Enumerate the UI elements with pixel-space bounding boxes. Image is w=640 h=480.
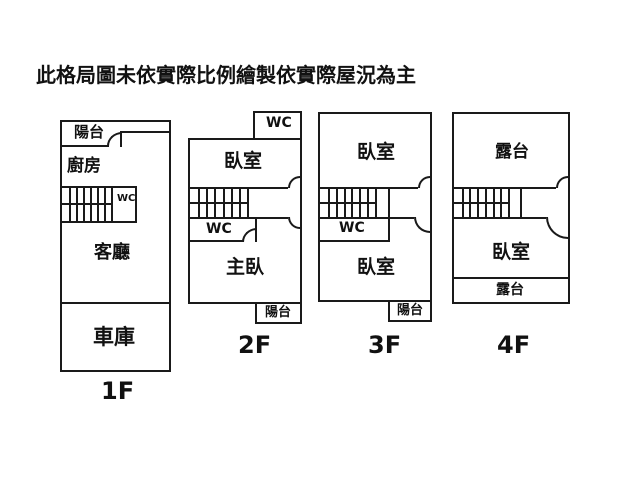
3f-wc-right-wall — [388, 217, 390, 242]
3f-bedroom-door-arc — [418, 176, 430, 188]
1f-balcony-door-arc — [107, 132, 122, 146]
2f-wc-bottom-wall — [188, 240, 243, 242]
2f-balcony-box — [255, 302, 302, 324]
1f-outer-wall — [60, 120, 171, 372]
4f-floor-tag: 4F — [497, 331, 531, 359]
3f-stairs-landing-wall — [388, 189, 390, 217]
2f-wc-top-label: WC — [266, 115, 292, 131]
3f-wc-label: WC — [339, 220, 365, 236]
2f-wc-door-arc — [242, 228, 257, 242]
2f-stairs-bottom-wall — [188, 217, 288, 219]
3f-stairs-bottom-wall — [318, 217, 414, 219]
2f-bedroom-label: 臥室 — [224, 150, 263, 172]
3f-wc-bottom-wall — [318, 240, 390, 242]
3f-outer-wall — [318, 112, 432, 302]
2f-stairs-top-wall — [188, 187, 288, 189]
3f-balcony-label: 陽台 — [397, 303, 424, 318]
4f-terrace-door-arc — [556, 176, 568, 188]
3f-stairs-mid-line — [320, 202, 377, 204]
3f-balcony-box — [388, 300, 432, 322]
1f-garage-divider — [60, 302, 171, 304]
2f-floor-tag: 2F — [238, 331, 272, 359]
4f-terrace-bottom-label: 露台 — [496, 282, 524, 298]
4f-bedroom-label: 臥室 — [492, 241, 531, 263]
4f-stairs-top-wall — [452, 187, 556, 189]
1f-wc-box — [111, 186, 137, 223]
1f-inner-top-wall — [120, 131, 171, 133]
1f-wc-label: WC — [117, 193, 136, 204]
4f-stairs-mid-line — [454, 202, 510, 204]
1f-living-room-label: 客廳 — [94, 242, 130, 263]
4f-terrace-top-label: 露台 — [495, 142, 529, 162]
2f-stairs-mid-line — [190, 202, 249, 204]
4f-stairs-landing-wall — [520, 189, 522, 217]
2f-balcony-label: 陽台 — [265, 305, 292, 320]
1f-garage-label: 車庫 — [93, 325, 135, 349]
2f-bedroom-door-arc — [288, 176, 300, 188]
3f-bedroom-top-label: 臥室 — [357, 141, 396, 163]
3f-stairs-top-wall — [318, 187, 418, 189]
2f-master-bedroom-label: 主臥 — [226, 256, 265, 278]
2f-wc-label: WC — [206, 221, 232, 237]
4f-terrace-divider — [452, 277, 570, 279]
1f-balcony-label: 陽台 — [74, 123, 105, 141]
3f-bedroom-bottom-label: 臥室 — [357, 256, 396, 278]
1f-stairs-mid-line — [60, 203, 113, 205]
1f-floor-tag: 1F — [101, 377, 135, 405]
disclaimer-title: 此格局圖未依實際比例繪製依實際屋況為主 — [36, 63, 416, 87]
4f-stairs-bottom-wall — [452, 217, 546, 219]
4f-outer-wall — [452, 112, 570, 304]
3f-floor-tag: 3F — [368, 331, 402, 359]
2f-outer-wall — [188, 138, 302, 304]
1f-balcony-wall — [60, 145, 109, 147]
1f-kitchen-label: 廚房 — [67, 156, 101, 176]
